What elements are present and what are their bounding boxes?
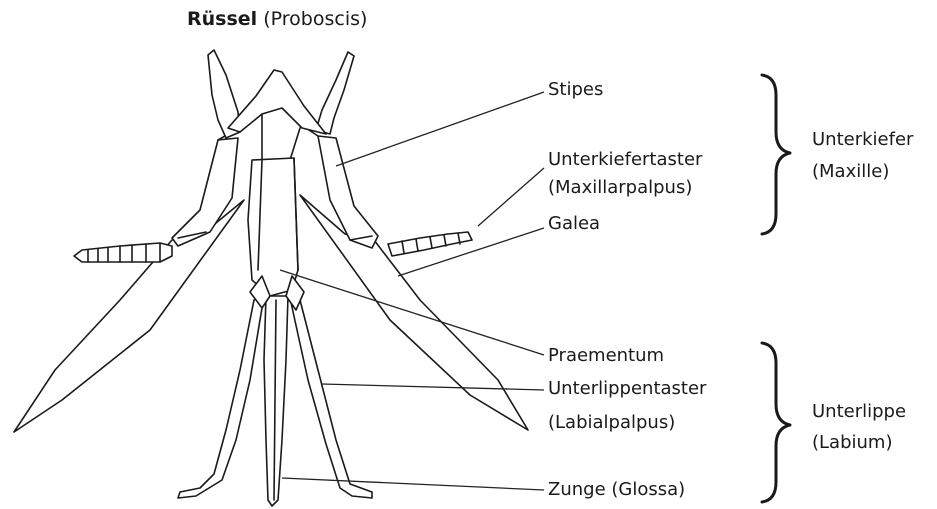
left-stipes bbox=[172, 138, 238, 246]
left-labial-palpus bbox=[178, 296, 264, 498]
label-zunge: Zunge (Glossa) bbox=[548, 478, 685, 502]
label-maxillarpalpus: (Maxillarpalpus) bbox=[548, 176, 692, 200]
leader-stipes bbox=[336, 92, 544, 166]
label-labialpalpus: (Labialpalpus) bbox=[548, 411, 675, 435]
label-praementum: Praementum bbox=[548, 344, 664, 368]
right-labial-palpus bbox=[290, 298, 372, 498]
labrum bbox=[228, 70, 326, 134]
group-unterkiefer-name: Unterkiefer bbox=[812, 128, 913, 152]
brace-unterlippe bbox=[762, 343, 790, 502]
left-maxillary-palpus bbox=[74, 243, 172, 262]
left-galea bbox=[14, 200, 244, 432]
leader-maxillarpalpus bbox=[478, 168, 544, 226]
leader-galea bbox=[398, 228, 544, 276]
label-stipes: Stipes bbox=[548, 78, 603, 102]
label-galea: Galea bbox=[548, 212, 600, 236]
prementum-body bbox=[248, 158, 298, 296]
leader-praementum bbox=[280, 270, 544, 355]
group-unterkiefer-latin: (Maxille) bbox=[812, 160, 889, 184]
label-unterkiefertaster: Unterkiefertaster bbox=[548, 148, 702, 172]
group-unterlippe-name: Unterlippe bbox=[812, 400, 906, 424]
group-unterlippe-latin: (Labium) bbox=[812, 431, 892, 455]
right-cardo bbox=[316, 52, 354, 134]
right-maxillary-palpus bbox=[388, 232, 472, 256]
label-unterlippentaster: Unterlippentaster bbox=[548, 377, 706, 401]
brace-unterkiefer bbox=[762, 75, 790, 234]
leader-labialpalpus bbox=[322, 384, 544, 390]
leader-glossa bbox=[282, 478, 544, 490]
